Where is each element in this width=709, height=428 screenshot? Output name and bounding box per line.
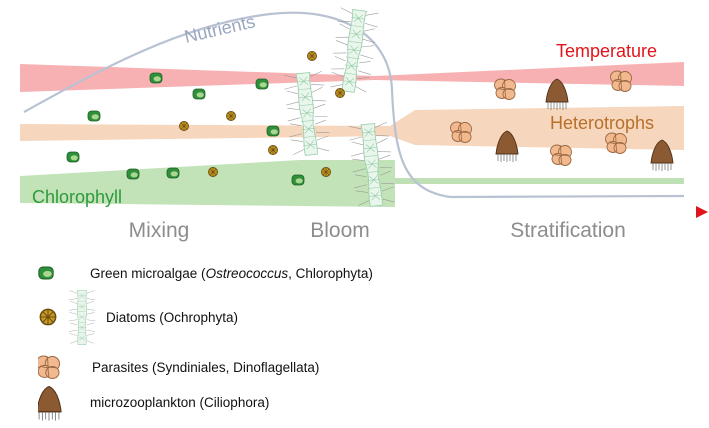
nutrients-label: Nutrients (182, 11, 257, 47)
diatom-chain (282, 70, 332, 158)
diatom-icon (335, 88, 345, 98)
legend-green-microalgae: Green microalgae (Ostreococcus, Chloroph… (38, 262, 373, 284)
chlorophyll-label: Chlorophyll (32, 187, 122, 207)
temperature-label: Temperature (556, 41, 657, 61)
green-microalgae-icon (266, 125, 280, 137)
diatom-icon (208, 167, 218, 177)
legend-diatoms: Diatoms (Ochrophyta) (38, 288, 238, 346)
phase-bloom: Bloom (310, 219, 370, 242)
green-microalgae-icon (166, 167, 180, 179)
diatom-icon (226, 111, 236, 121)
diatom-icon (268, 145, 278, 155)
phase-stratification: Stratification (510, 219, 626, 242)
legend-label-parasites: Parasites (Syndiniales, Dinoflagellata) (92, 359, 320, 375)
legend-label-microzooplankton: microzooplankton (Ciliophora) (90, 394, 270, 410)
time-axis-arrowhead (696, 206, 708, 218)
legend-label-green-microalgae: Green microalgae (Ostreococcus, Chloroph… (90, 265, 373, 281)
parasite-icon (494, 78, 516, 100)
parasite-icon (605, 132, 627, 154)
diatom-icon (179, 121, 189, 131)
green-microalgae-icon (66, 151, 80, 163)
chlorophyll-band (20, 160, 395, 207)
legend-label-diatoms: Diatoms (Ochrophyta) (106, 309, 239, 325)
diatom-icon (321, 167, 331, 177)
ciliate-icon (38, 385, 62, 422)
parasite-icon (550, 144, 572, 166)
legend-parasites: Parasites (Syndiniales, Dinoflagellata) (38, 350, 319, 384)
heterotrophs-band (20, 106, 684, 150)
parasite-icon (610, 70, 632, 92)
diatom-chain (327, 7, 380, 95)
heterotrophs-label: Heterotrophs (550, 113, 654, 133)
green-microalgae-icon (38, 266, 54, 280)
parasite-icon (38, 355, 61, 380)
green-microalgae-icon (255, 78, 269, 90)
chlorophyll-tail (395, 178, 684, 184)
green-microalgae-icon (126, 168, 140, 180)
diatom-icon (39, 290, 96, 346)
phase-mixing: Mixing (129, 219, 190, 242)
parasite-icon (450, 121, 472, 143)
legend-microzooplankton: microzooplankton (Ciliophora) (38, 382, 269, 422)
green-microalgae-icon (149, 72, 163, 84)
green-microalgae-icon (192, 88, 206, 100)
green-microalgae-icon (291, 174, 305, 186)
green-microalgae-icon (87, 110, 101, 122)
diatom-icon (307, 51, 317, 61)
